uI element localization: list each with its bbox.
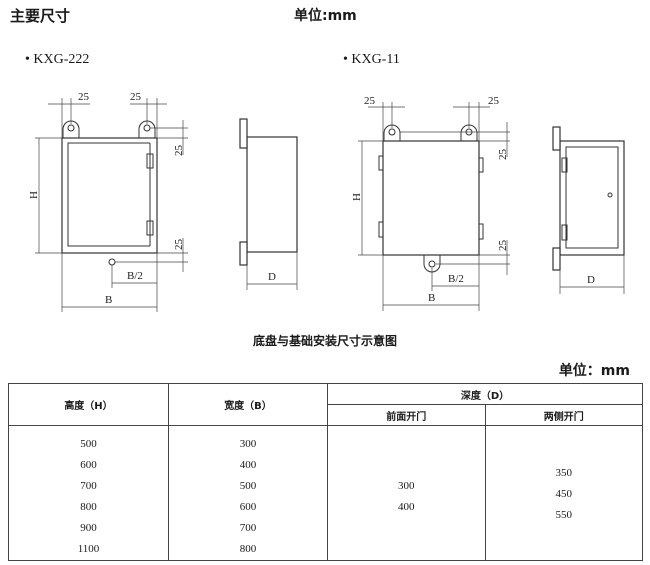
dim-25: 25 (488, 95, 500, 107)
dim-25: 25 (497, 149, 509, 161)
cell: 800 (80, 501, 97, 513)
dim-25: 25 (173, 145, 185, 157)
table-row: 500 600 700 800 900 1100 300 400 500 600… (8, 425, 643, 561)
dim-25: 25 (130, 91, 142, 103)
header-side-doors: 两侧开门 (484, 404, 643, 426)
header-height: 高度（H） (8, 383, 169, 426)
section-title: 主要尺寸 (10, 7, 71, 25)
cell: 600 (80, 459, 97, 471)
cell: 1100 (77, 543, 100, 555)
dim-b: B (428, 292, 435, 304)
dim-b: B (105, 294, 112, 306)
cell: 500 (239, 480, 257, 492)
hinge (146, 220, 154, 236)
cell: 700 (239, 522, 257, 534)
cell: 300 (398, 480, 415, 492)
table-unit-label: 单位：mm (558, 363, 630, 379)
header-depth: 深度（D） (327, 383, 643, 405)
height-values: 500 600 700 800 900 1100 (8, 425, 169, 561)
header-front-door: 前面开门 (327, 404, 486, 426)
dimensions-table: 高度（H） 宽度（B） 深度（D） 前面开门 两侧开门 500 600 700 … (8, 383, 643, 561)
mounting-hole (108, 258, 116, 266)
cell: 700 (80, 480, 97, 492)
cell: 450 (555, 488, 573, 500)
dim-25: 25 (173, 239, 185, 251)
kxg-11-side-view: D (552, 126, 625, 294)
dim-b-half: B/2 (448, 273, 464, 285)
dim-25: 25 (78, 91, 90, 103)
dimension-drawings: 25 25 25 25 H B/2 B D (28, 91, 625, 312)
side-door-depths: 350 450 550 (484, 425, 643, 561)
hinge (146, 153, 154, 169)
cell: 350 (555, 467, 573, 479)
header-width: 宽度（B） (168, 383, 328, 426)
cell: 800 (239, 543, 257, 555)
dim-h: H (351, 193, 363, 201)
cell: 600 (239, 501, 257, 513)
dim-h: H (28, 191, 40, 199)
model-label-kxg-11: • KXG-11 (343, 52, 400, 67)
cell: 300 (239, 438, 257, 450)
cell: 500 (80, 438, 97, 450)
width-values: 300 400 500 600 700 800 (168, 425, 328, 561)
dim-d: D (587, 274, 595, 286)
cell: 400 (239, 459, 257, 471)
diagram-caption: 底盘与基础安装尺寸示意图 (252, 334, 397, 348)
dim-d: D (268, 271, 276, 283)
door-knob (607, 192, 613, 198)
kxg-222-front-view: 25 25 25 25 H B/2 B (28, 91, 188, 312)
kxg-11-front-view: 25 25 25 25 H B/2 B (351, 95, 510, 311)
model-label-kxg-222: • KXG-222 (25, 52, 90, 67)
dim-b-half: B/2 (127, 270, 143, 282)
cell: 400 (398, 501, 415, 513)
dim-25: 25 (497, 240, 509, 252)
kxg-222-side-view: D (239, 118, 298, 290)
cell: 900 (80, 522, 97, 534)
dim-25: 25 (364, 95, 376, 107)
front-door-depths: 300 400 (327, 425, 486, 561)
unit-label: 单位:mm (294, 8, 357, 24)
cell: 550 (555, 509, 573, 521)
